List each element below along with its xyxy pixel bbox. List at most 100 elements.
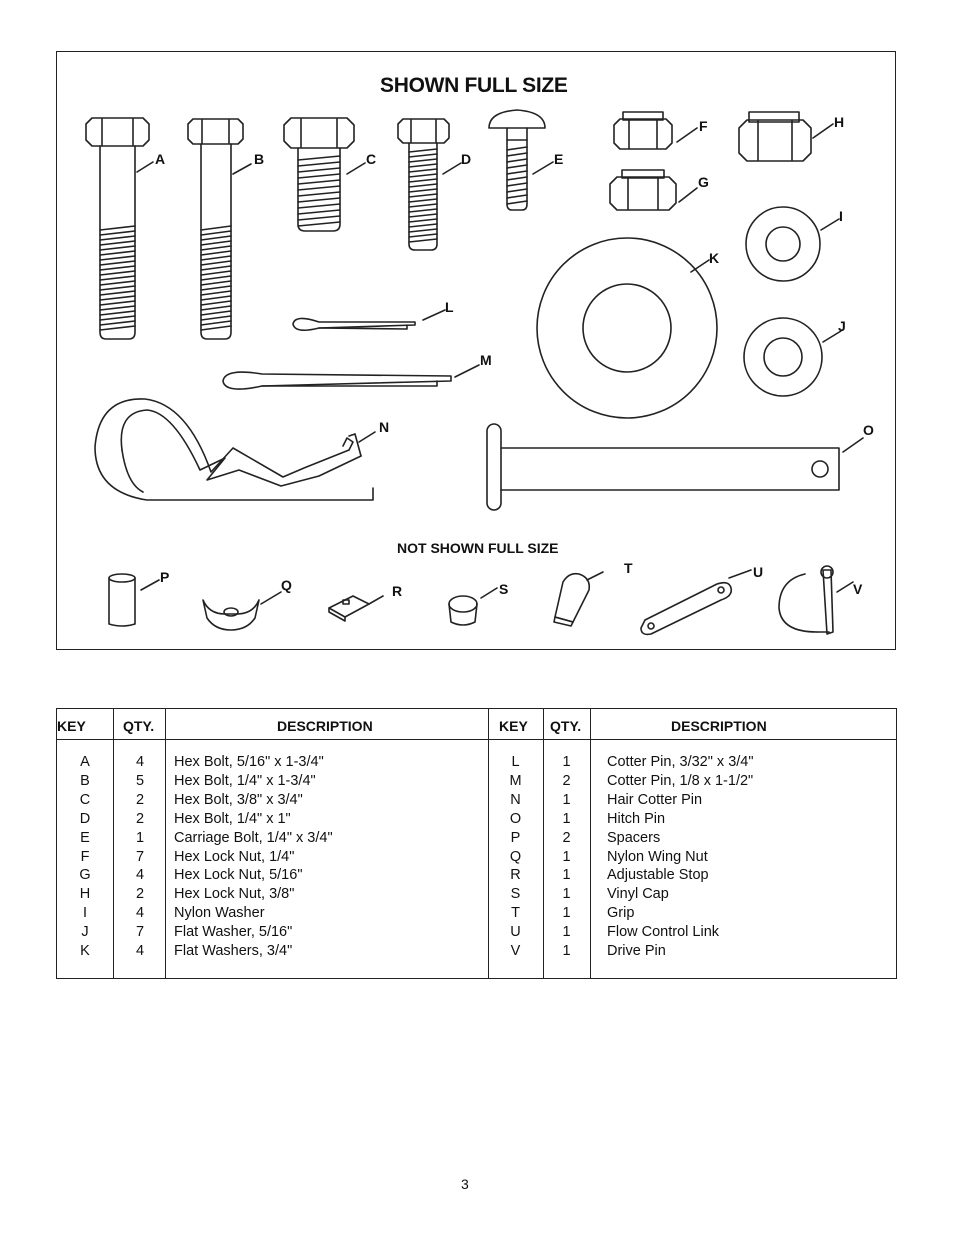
right-row-desc: Grip <box>607 905 635 922</box>
label-v: V <box>853 581 863 597</box>
left-row-qty: 1 <box>135 829 145 846</box>
left-row-desc: Flat Washers, 3/4" <box>174 943 293 960</box>
right-row-desc: Drive Pin <box>607 943 666 960</box>
label-e: E <box>554 151 564 167</box>
label-c: C <box>366 151 377 167</box>
left-row-desc: Hex Lock Nut, 1/4" <box>174 848 295 865</box>
left-row-qty: 4 <box>135 905 145 922</box>
wing-nut-q-drawing <box>202 591 282 631</box>
right-row-desc: Cotter Pin, 1/8 x 1-1/2" <box>607 772 754 789</box>
flat-washer-k-drawing <box>536 237 718 419</box>
left-row-qty: 4 <box>135 754 145 770</box>
header-description-right: DESCRIPTION <box>671 718 767 734</box>
left-row-qty: 7 <box>135 924 145 941</box>
hardware-figure: SHOWN FULL SIZE NOT SHOWN FULL SIZE A B … <box>56 51 896 650</box>
flow-control-link-u-drawing <box>640 569 752 636</box>
left-row-key: I <box>82 905 88 922</box>
right-row-key: O <box>509 810 522 827</box>
left-row-key: G <box>79 867 91 884</box>
right-row-qty: 1 <box>562 791 571 808</box>
right-row-key: V <box>510 943 521 960</box>
left-row-qty: 7 <box>135 848 145 865</box>
right-row-desc: Spacers <box>607 829 661 846</box>
right-row-key: N <box>510 791 521 808</box>
figure-title: SHOWN FULL SIZE <box>380 74 568 97</box>
right-row-key: T <box>511 905 520 922</box>
right-row-qty: 1 <box>562 924 571 941</box>
left-row-desc: Hex Lock Nut, 5/16" <box>174 867 303 884</box>
right-row-qty: 1 <box>562 905 571 922</box>
label-h: H <box>834 114 845 130</box>
hardware-illustration <box>85 109 864 636</box>
left-row-qty: 2 <box>135 810 145 827</box>
right-row-qty: 2 <box>562 772 571 789</box>
left-row-key: F <box>80 848 90 865</box>
hex-lock-nut-g-drawing <box>609 169 698 211</box>
label-a: A <box>155 151 166 167</box>
hex-lock-nut-f-drawing <box>613 111 698 150</box>
right-row-qty: 1 <box>562 754 571 770</box>
label-g: G <box>698 174 709 190</box>
right-row-qty: 1 <box>562 867 571 884</box>
right-row-key: R <box>510 867 521 884</box>
right-row-qty: 1 <box>562 886 571 903</box>
drive-pin-v-drawing <box>778 565 854 635</box>
right-description-column: Cotter Pin, 3/32" x 3/4" Cotter Pin, 1/8 … <box>607 753 754 961</box>
header-description-left: DESCRIPTION <box>277 718 373 734</box>
right-row-key: M <box>509 772 522 789</box>
label-i: I <box>839 208 843 224</box>
page-number: 3 <box>461 1176 469 1192</box>
left-row-desc: Flat Washer, 5/16" <box>174 924 293 941</box>
hex-bolt-d-drawing <box>397 118 462 251</box>
right-row-qty: 2 <box>562 829 571 846</box>
carriage-bolt-e-drawing <box>488 109 554 211</box>
right-row-desc: Nylon Wing Nut <box>607 848 708 865</box>
flat-washer-j-drawing <box>743 317 842 397</box>
adjustable-stop-r-drawing <box>328 595 384 622</box>
hair-cotter-pin-n-drawing <box>94 398 376 501</box>
label-t: T <box>624 560 633 576</box>
right-row-key: U <box>510 924 521 941</box>
label-m: M <box>480 352 492 368</box>
label-j: J <box>838 318 846 334</box>
left-row-desc: Hex Bolt, 1/4" x 1-3/4" <box>174 772 316 789</box>
header-qty-right: QTY. <box>550 718 582 734</box>
right-row-qty: 1 <box>562 810 571 827</box>
left-description-column: Hex Bolt, 5/16" x 1-3/4" Hex Bolt, 1/4" x… <box>174 753 333 961</box>
label-d: D <box>461 151 472 167</box>
label-q: Q <box>281 577 292 593</box>
hex-lock-nut-h-drawing <box>738 111 834 162</box>
header-key-right: KEY <box>499 718 528 734</box>
parts-table: KEY QTY. DESCRIPTION KEY QTY. DESCRIPTIO… <box>56 708 897 979</box>
hitch-pin-o-drawing <box>486 423 864 511</box>
left-row-desc: Hex Bolt, 5/16" x 1-3/4" <box>174 754 324 770</box>
left-row-qty: 4 <box>135 943 145 960</box>
label-r: R <box>392 583 403 599</box>
left-row-qty: 2 <box>135 886 145 903</box>
label-f: F <box>699 118 708 134</box>
left-row-qty: 2 <box>135 791 145 808</box>
right-row-desc: Hitch Pin <box>607 810 666 827</box>
left-row-key: E <box>80 829 90 846</box>
left-row-desc: Carriage Bolt, 1/4" x 3/4" <box>174 829 333 846</box>
left-row-key: A <box>80 754 90 770</box>
header-key-left: KEY <box>57 718 86 734</box>
hex-bolt-a-drawing <box>85 117 154 340</box>
right-row-desc: Vinyl Cap <box>607 886 669 903</box>
right-row-desc: Flow Control Link <box>607 924 720 941</box>
left-row-desc: Hex Bolt, 3/8" x 3/4" <box>174 791 303 808</box>
left-row-key: H <box>79 886 91 903</box>
label-k: K <box>709 250 720 266</box>
label-l: L <box>445 299 454 315</box>
nylon-washer-i-drawing <box>745 206 840 282</box>
right-row-key: S <box>510 886 521 903</box>
hex-bolt-b-drawing <box>187 118 252 340</box>
right-row-desc: Cotter Pin, 3/32" x 3/4" <box>607 754 754 770</box>
left-row-desc: Hex Lock Nut, 3/8" <box>174 886 295 903</box>
grip-t-drawing <box>553 571 604 627</box>
right-row-qty: 1 <box>562 848 571 865</box>
right-row-desc: Adjustable Stop <box>607 867 709 884</box>
